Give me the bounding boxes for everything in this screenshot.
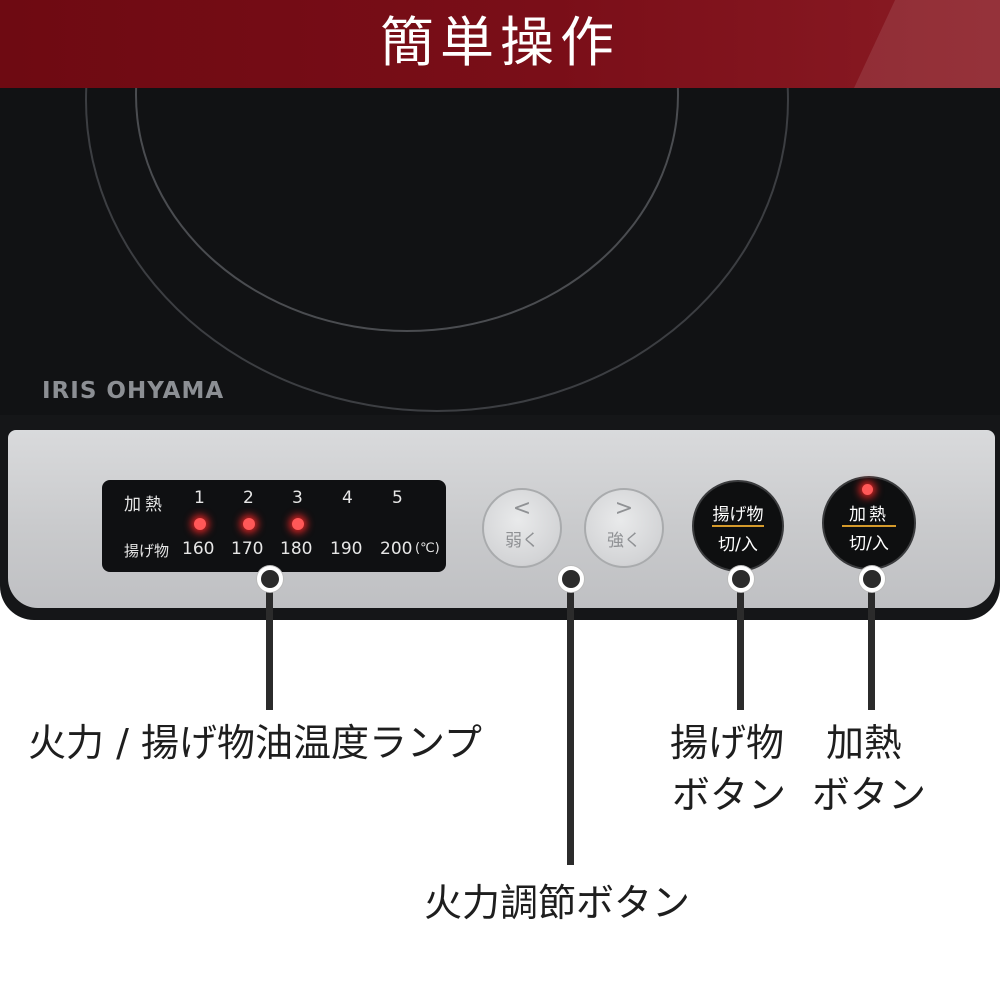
lamp-level-2-led <box>243 518 255 530</box>
heat-button-bottom-label: 切/入 <box>849 534 889 554</box>
power-callout-label: 火力調節ボタン <box>424 881 691 925</box>
lamp-callout-dot <box>257 566 283 592</box>
power-callout-dot <box>558 566 584 592</box>
power-down-button[interactable]: < 弱く <box>482 488 562 568</box>
heat-button[interactable]: 加熱 切/入 <box>822 476 916 570</box>
heat-level-1: 1 <box>194 488 205 508</box>
fry-button-top-label: 揚げ物 <box>712 505 764 525</box>
fry-temp-160: 160 <box>182 539 215 559</box>
fry-callout-dot <box>728 566 754 592</box>
heat-status-led <box>862 484 873 495</box>
heat-callout-label-line1: 加熱 <box>826 721 903 765</box>
lamp-level-1-led <box>194 518 206 530</box>
power-callout-line <box>567 580 574 865</box>
fry-temp-190: 190 <box>330 539 363 559</box>
heat-level-3: 3 <box>292 488 303 508</box>
fry-temp-200: 200 <box>380 539 413 559</box>
fry-callout-line <box>737 580 744 710</box>
heat-level-5: 5 <box>392 488 403 508</box>
page-title: 簡単操作 <box>380 11 620 74</box>
fry-button-bottom-label: 切/入 <box>718 535 758 555</box>
heat-row-label: 加熱 <box>124 495 166 515</box>
temp-unit: (℃) <box>415 541 440 556</box>
fry-button[interactable]: 揚げ物 切/入 <box>692 480 784 572</box>
power-up-button[interactable]: > 強く <box>584 488 664 568</box>
chevron-right-icon: > <box>614 496 634 521</box>
chevron-left-icon: < <box>512 496 532 521</box>
power-down-label: 弱く <box>505 531 539 551</box>
power-up-label: 強く <box>607 531 641 551</box>
fry-row-label: 揚げ物 <box>124 542 170 560</box>
fry-callout-label-line1: 揚げ物 <box>670 721 785 765</box>
temperature-indicator: 加熱 1 2 3 4 5 揚げ物 160 170 180 190 200 (℃) <box>102 480 446 572</box>
lamp-callout-line <box>266 580 273 710</box>
heat-level-2: 2 <box>243 488 254 508</box>
cooktop-glass: IRIS OHYAMA <box>0 88 1000 428</box>
lamp-callout-label: 火力 / 揚げ物油温度ランプ <box>28 721 482 765</box>
fry-callout-label-line2: ボタン <box>672 773 787 817</box>
header-banner: 簡単操作 <box>0 0 1000 88</box>
heat-callout-line <box>868 580 875 710</box>
brand-logo: IRIS OHYAMA <box>42 378 225 404</box>
heat-level-4: 4 <box>342 488 353 508</box>
fry-temp-170: 170 <box>231 539 264 559</box>
fry-temp-180: 180 <box>280 539 313 559</box>
heat-button-top-label: 加熱 <box>849 505 889 525</box>
heat-callout-label-line2: ボタン <box>812 773 927 817</box>
lamp-level-3-led <box>292 518 304 530</box>
heat-callout-dot <box>859 566 885 592</box>
